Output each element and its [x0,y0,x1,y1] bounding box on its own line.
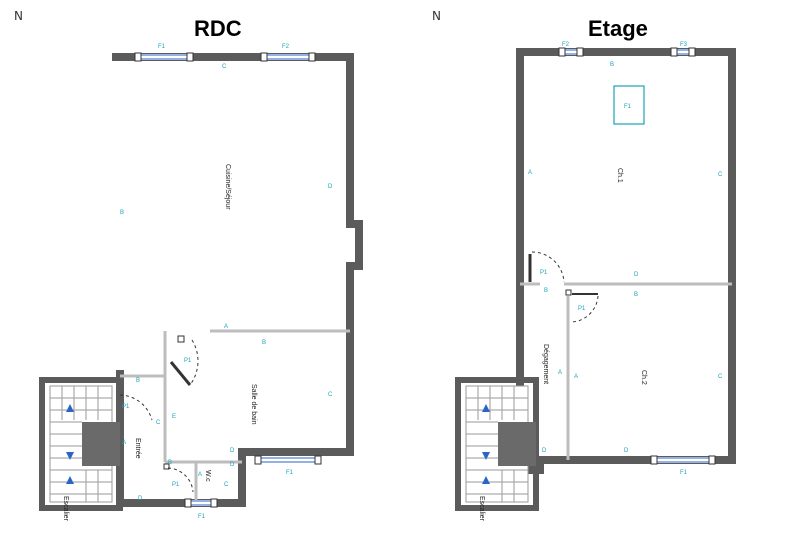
wall-code: B [120,210,124,216]
plan-title-etage: Etage [588,16,648,41]
window-f2-top [260,52,316,62]
wall-code: B [610,62,614,68]
room-label-stair-etage: Escalier [478,496,485,522]
room-label-wc: W.c [204,470,211,482]
window-tag-f3-top: F3 [680,42,688,48]
wall-code: D [138,496,143,502]
door-p1-wc [163,463,194,493]
room-label-deg: Dégagement [542,344,549,384]
wall-code: D [624,448,629,454]
wall-code: C [156,420,161,426]
door-tag-p1-entry: P1 [122,404,130,410]
room-label-stair-rdc: Escalier [62,496,69,522]
wall-code: A [224,324,228,330]
wall-code: A [558,370,562,376]
wall-code: D [230,462,235,468]
exterior-walls-rdc [112,53,363,507]
door-tag-p1-bath: P1 [184,358,192,364]
partitions-rdc [120,329,350,503]
door-p1-ch1 [528,251,565,283]
wall-code: D [634,272,639,278]
room-label-living: Cuisine/Séjour [224,164,231,210]
north-marker-etage: N [432,9,441,23]
wall-code: A [574,374,578,380]
wall-code: B [544,288,548,294]
door-tag-p1-ch2: P1 [578,306,586,312]
room-label-entry: Entrée [134,438,141,459]
wall-code: D [328,184,333,190]
wall-code: B [262,340,266,346]
stair-arrow-icon [66,404,74,412]
wall-code: D [230,448,235,454]
stair-core-etage [498,422,536,466]
window-f1-bottom-etage [650,455,716,465]
door-p1-bath [169,335,199,386]
plan-title-rdc: RDC [194,16,242,41]
window-tag-f1-skylight: F1 [624,104,632,110]
window-tag-f2-top: F2 [282,44,290,50]
window-tag-f1-wc: F1 [198,514,206,520]
wall-code: E [172,414,176,420]
wall-code: A [198,472,202,478]
window-f2-top-etage [558,47,584,57]
room-label-ch1: Ch.1 [616,168,623,183]
wall-code: C [718,374,723,380]
stair-core-rdc [82,422,120,466]
wall-code: C [224,482,229,488]
exterior-walls-etage [516,48,736,474]
wall-code: A [122,440,126,446]
window-tag-f1-bath: F1 [286,470,294,476]
wall-code: A [528,170,532,176]
stair-arrow-icon [66,452,74,460]
wall-code: C [328,392,333,398]
wall-code: C [718,172,723,178]
stair-arrow-icon [482,404,490,412]
plan-rdc: N RDC Escalier [14,9,363,522]
wall-code: C [222,64,227,70]
stair-arrow-icon [482,452,490,460]
window-f1-top [134,52,194,62]
wall-code: D [542,448,547,454]
window-tag-f1-bottom: F1 [680,470,688,476]
partitions-etage [520,282,732,460]
window-f1-bath [254,455,322,465]
door-p1-ch2 [565,289,599,323]
window-tag-f1-top: F1 [158,44,166,50]
wall-code: B [634,292,638,298]
door-tag-p1-wc: P1 [172,482,180,488]
door-tag-p1-ch1: P1 [540,270,548,276]
window-f3-top [670,47,696,57]
skylight-f1 [613,85,645,125]
north-marker-rdc: N [14,9,23,23]
wall-code: B [136,378,140,384]
room-label-ch2: Ch.2 [640,370,647,385]
plan-etage: N Etage Escalier [432,9,736,522]
room-label-bath: Salle de bain [250,384,257,425]
window-tag-f2-top-etage: F2 [562,42,570,48]
window-f1-wc [184,498,218,508]
stair-arrow-icon [482,476,490,484]
stair-treads-etage [466,386,528,502]
stair-arrow-icon [66,476,74,484]
wall-code: B [168,460,172,466]
stair-treads-rdc [50,386,112,502]
